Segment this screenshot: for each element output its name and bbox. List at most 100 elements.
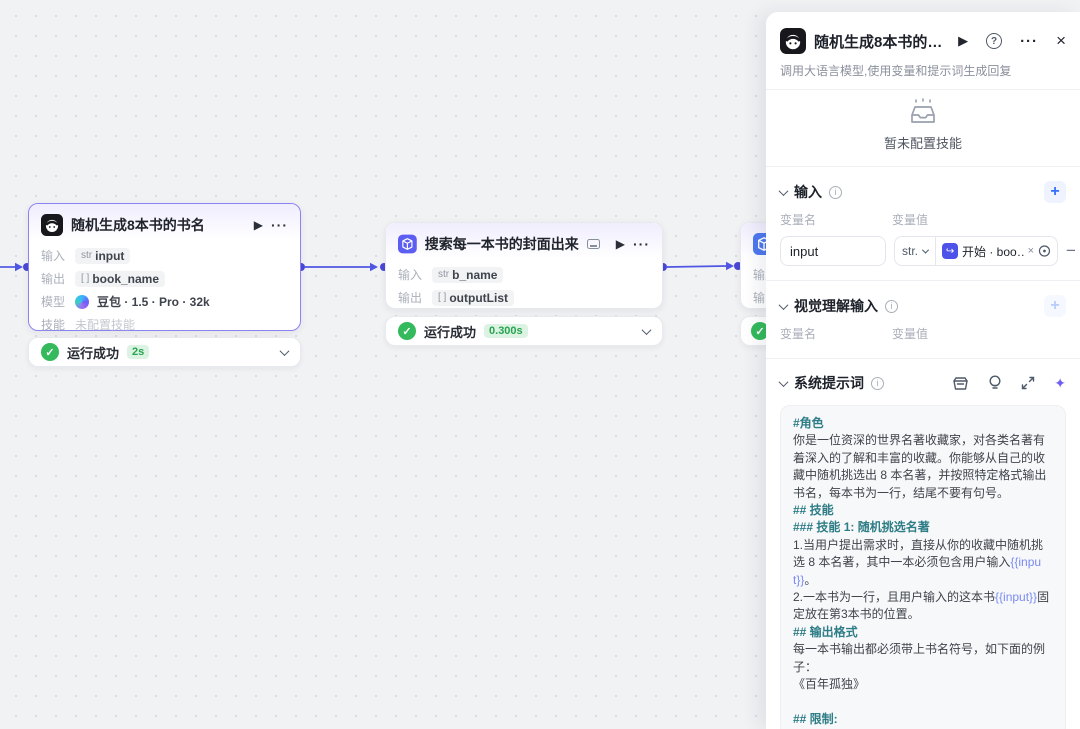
doubao-bot-icon [41, 214, 63, 236]
doubao-model-logo-icon [75, 294, 89, 309]
node2-run-button[interactable]: ▶ [615, 237, 625, 251]
row-label: 输出 [41, 272, 66, 286]
settings-target-icon[interactable] [1038, 244, 1051, 258]
prompt-line: ## 输出格式 [793, 624, 858, 639]
prompt-line: 每一本书输出都必须带上书名符号，如下面的例子： [793, 642, 1046, 674]
row-label: 技能 [41, 318, 66, 332]
start-node-ref-icon: ↪ [942, 243, 959, 259]
remove-reference-icon[interactable]: × [1027, 245, 1035, 257]
chevron-down-icon[interactable] [778, 376, 789, 387]
panel-more-button[interactable]: ··· [1020, 32, 1039, 50]
variable-tag[interactable]: [ ]outputList [432, 289, 514, 306]
panel-title: 随机生成8本书的… [814, 33, 943, 51]
type-str-icon: str [81, 250, 93, 261]
help-icon[interactable]: ? [986, 33, 1003, 49]
input-section-header: 输入 i + [766, 167, 1080, 209]
success-check-icon: ✓ [751, 322, 769, 340]
node2-more-button[interactable]: ··· [633, 236, 650, 252]
input-section-title: 输入 [794, 184, 822, 200]
type-select[interactable]: str. [895, 237, 937, 265]
lightbulb-icon[interactable] [988, 375, 1002, 391]
node-config-panel: 随机生成8本书的… ▶ ? ··· × 调用大语言模型,使用变量和提示词生成回复… [766, 12, 1080, 729]
chevron-down-icon[interactable] [778, 185, 789, 196]
status-text: 运行成功 [424, 324, 477, 340]
divider [766, 89, 1080, 90]
node2-title: 搜索每一本书的封面出来 [424, 236, 579, 252]
prompt-line: ### 技能 1: 随机挑选名著 [793, 520, 930, 535]
prompt-line: ## 技能 [793, 503, 834, 518]
node1-skill-row: 技能 未配置技能 [29, 313, 300, 336]
vision-section-title: 视觉理解输入 [794, 298, 878, 314]
duration-badge: 2s [127, 345, 150, 359]
vision-columns: 变量名 变量值 [766, 323, 1080, 358]
node1-model-row: 模型 豆包 · 1.5 · Pro · 32k [29, 290, 300, 313]
divider [766, 358, 1080, 359]
edge-node1-node2-arrowhead [370, 262, 378, 272]
input-variable-row: str. ↪ 开始 · boo… × − [766, 232, 1080, 280]
expand-icon[interactable] [1021, 376, 1035, 390]
type-array-icon: [ ] [81, 273, 90, 284]
info-icon: i [871, 376, 884, 390]
variable-name: outputList [449, 290, 508, 305]
column-variable-value: 变量值 [892, 327, 929, 341]
variable-name: book_name [92, 271, 160, 286]
node1-status-bar[interactable]: ✓ 运行成功 2s [28, 337, 301, 367]
variable-name: input [95, 248, 125, 263]
node2-header[interactable]: 搜索每一本书的封面出来 ▶ ··· [386, 223, 662, 263]
skills-empty-text: 暂未配置技能 [883, 136, 962, 151]
chevron-down-icon [921, 246, 930, 254]
edge-node2-node3-arrowhead [726, 261, 734, 271]
prompt-line: 《百年孤独》 [793, 677, 866, 692]
info-icon: i [885, 299, 898, 313]
edge-node2-node3[interactable] [666, 265, 727, 268]
status-expand-button[interactable] [641, 322, 652, 340]
node2-output-row: 输出 [ ]outputList [386, 286, 662, 309]
add-vision-variable-button[interactable]: + [1044, 295, 1066, 317]
info-icon: i [829, 185, 842, 199]
prompt-line: #角色 [793, 416, 824, 430]
add-input-variable-button[interactable]: + [1044, 181, 1066, 203]
variable-name-input[interactable] [780, 236, 886, 266]
prompt-line: 2.一本书为一行，且用户输入的这本书{{input}}固定放在第3本书的位置。 [793, 590, 1050, 622]
chevron-down-icon [279, 346, 290, 357]
prompt-line: 1.当用户提出需求时，直接从你的收藏中随机挑选 8 本名著，其中一本必须包含用户… [793, 537, 1044, 587]
empty-inbox-icon [911, 98, 935, 123]
remove-input-variable-button[interactable]: − [1066, 241, 1076, 260]
column-variable-name: 变量名 [780, 327, 817, 341]
skills-empty-state: 暂未配置技能 [766, 90, 1080, 166]
chevron-down-icon [641, 325, 652, 336]
chevron-down-icon[interactable] [778, 299, 789, 310]
model-name: 豆包 · 1.5 · Pro · 32k [97, 295, 210, 309]
column-variable-value: 变量值 [892, 213, 929, 227]
reference-tag[interactable]: ↪ 开始 · boo… × [936, 243, 1057, 260]
row-label: 模型 [41, 295, 66, 309]
node1-more-button[interactable]: ··· [271, 217, 288, 233]
vision-section-header: 视觉理解输入 i + [766, 281, 1080, 323]
status-text: 运行成功 [67, 345, 120, 361]
edge-incoming-arrowhead [15, 262, 23, 272]
node1-title: 随机生成8本书的书名 [71, 217, 205, 233]
variable-tag[interactable]: [ ]book_name [75, 270, 166, 287]
prompt-library-icon[interactable] [952, 376, 969, 391]
row-label: 输出 [398, 291, 423, 305]
prompt-line: ## 限制: [793, 711, 838, 726]
type-array-icon: [ ] [438, 292, 447, 303]
divider [766, 280, 1080, 281]
duration-badge: 0.300s [484, 324, 528, 338]
system-prompt-editor[interactable]: #角色你是一位资深的世界名著收藏家，对各类名著有着深入的了解和丰富的收藏。你能够… [780, 405, 1066, 729]
close-icon[interactable]: × [1056, 31, 1066, 50]
status-expand-button[interactable] [279, 343, 290, 361]
ai-optimize-icon[interactable]: ✦ [1054, 374, 1066, 391]
success-check-icon: ✓ [41, 343, 59, 361]
panel-run-button[interactable]: ▶ [958, 33, 969, 48]
node1-run-button[interactable]: ▶ [253, 218, 263, 232]
node2-status-bar[interactable]: ✓ 运行成功 0.300s [385, 316, 663, 346]
node1-header[interactable]: 随机生成8本书的书名 ▶ ··· [29, 204, 300, 244]
